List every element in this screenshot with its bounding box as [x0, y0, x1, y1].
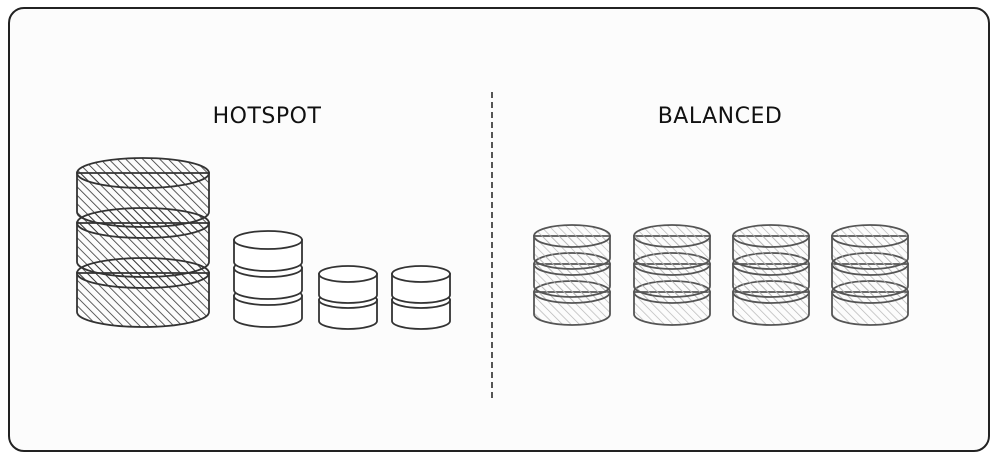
hotspot-title: HOTSPOT [212, 104, 322, 129]
panel-divider [491, 92, 493, 398]
hotspot-large-database-icon [76, 157, 210, 328]
balanced-title: BALANCED [657, 104, 783, 129]
balanced-database-icon-2 [633, 224, 711, 326]
hotspot-small-database-icon-1 [318, 265, 378, 330]
hotspot-small-database-icon-2 [391, 265, 451, 330]
balanced-database-icon-3 [732, 224, 810, 326]
hotspot-medium-database-icon [233, 230, 303, 328]
balanced-database-icon-4 [831, 224, 909, 326]
balanced-database-icon-1 [533, 224, 611, 326]
